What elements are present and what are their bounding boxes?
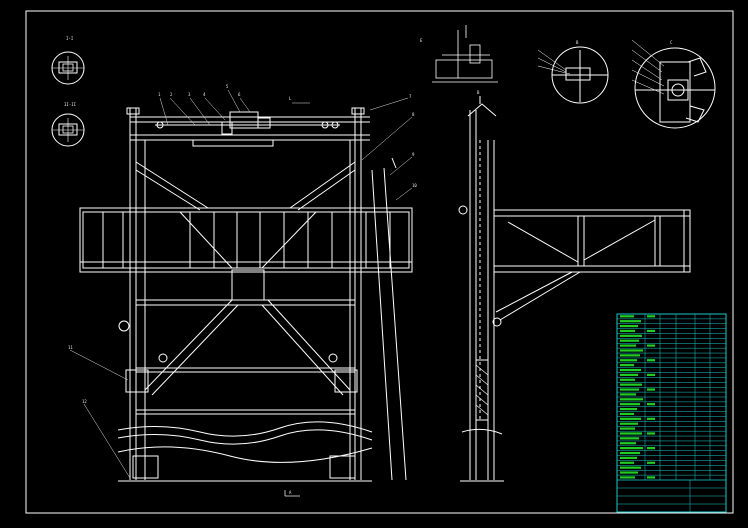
detail-d-label: C — [670, 40, 673, 45]
title-block-text-mark — [620, 329, 635, 333]
title-block-text-mark — [620, 447, 643, 450]
title-block — [616, 313, 727, 513]
title-block-text-mark — [620, 339, 639, 342]
title-block-text-mark — [647, 476, 655, 479]
title-block-text-mark — [620, 388, 639, 391]
title-block-text-mark — [620, 368, 641, 372]
bottom-section-arrow — [284, 490, 300, 497]
detail-c-label: B — [576, 40, 579, 45]
side-view-label: B — [477, 90, 480, 95]
title-block-text-mark — [620, 364, 634, 367]
part-balloons-front: 1 2 3 4 5 6 7 8 9 10 11 12 — [68, 84, 417, 404]
title-block-text-mark — [620, 437, 639, 440]
title-block-text-mark — [647, 432, 655, 435]
balloon-3: 3 — [188, 92, 191, 97]
title-block-text-mark — [620, 398, 643, 401]
balloon-10: 10 — [412, 183, 417, 188]
drawing-border — [25, 10, 734, 514]
title-block-text-mark — [620, 471, 638, 474]
title-block-text-mark — [620, 334, 642, 337]
detail-view-d — [631, 39, 716, 129]
title-block-text-mark — [647, 447, 655, 450]
balloon-11: 11 — [68, 345, 73, 350]
title-block-text-mark — [620, 461, 634, 464]
title-block-text-mark — [647, 461, 655, 464]
title-block-text-mark — [620, 324, 638, 328]
title-block-text-mark — [620, 349, 643, 352]
balloon-4: 4 — [203, 92, 206, 97]
front-view — [79, 107, 413, 482]
title-block-text-mark — [620, 354, 640, 357]
title-block-text-mark — [647, 315, 655, 318]
title-block-text-mark — [620, 456, 637, 459]
side-view — [458, 96, 691, 482]
title-block-text-mark — [620, 403, 640, 406]
title-block-text-mark — [647, 329, 655, 333]
balloon-5: 5 — [226, 84, 229, 89]
detail-view-c — [537, 46, 609, 104]
detail-view-i: I-I — [51, 36, 85, 85]
top-small-view — [432, 25, 498, 83]
balloon-6: 6 — [238, 92, 241, 97]
front-view-leaders — [69, 89, 413, 479]
balloon-1: 1 — [158, 92, 161, 97]
dim-label-L: L — [289, 96, 292, 101]
title-block-text-mark — [620, 320, 641, 323]
title-block-text-mark — [620, 407, 637, 411]
balloon-7: 7 — [409, 94, 412, 99]
title-block-text-mark — [620, 378, 635, 381]
detail-ii-label: II-II — [64, 102, 77, 107]
detail-view-ii: II-II — [51, 102, 85, 147]
balloon-2: 2 — [170, 92, 173, 97]
title-block-text-mark — [620, 442, 636, 445]
title-block-text-mark — [620, 383, 642, 386]
title-block-text-mark — [620, 373, 638, 376]
title-block-text-mark — [620, 427, 635, 430]
bottom-arrow-label: A — [289, 490, 292, 495]
title-block-text-mark — [647, 344, 655, 347]
title-block-text-mark — [620, 344, 636, 347]
title-block-text-mark — [620, 422, 638, 425]
title-block-text-mark — [620, 393, 636, 396]
title-block-text-mark — [647, 403, 655, 406]
title-block-text-mark — [647, 359, 655, 362]
balloon-9: 9 — [412, 152, 415, 157]
title-block-text-mark — [620, 417, 641, 420]
title-block-text-mark — [647, 373, 655, 376]
title-block-text-mark — [647, 417, 655, 420]
top-small-label: E — [420, 38, 423, 43]
title-block-text-mark — [620, 315, 634, 318]
title-block-text-mark — [620, 412, 634, 416]
title-block-text-mark — [620, 466, 641, 469]
title-block-text-mark — [620, 476, 635, 479]
title-block-text-mark — [620, 359, 637, 362]
title-block-text-mark — [620, 432, 642, 435]
title-block-text-mark — [620, 451, 640, 455]
title-block-text-mark — [647, 388, 655, 391]
detail-i-label: I-I — [66, 36, 74, 41]
balloon-8: 8 — [412, 112, 415, 117]
balloon-12: 12 — [82, 399, 87, 404]
